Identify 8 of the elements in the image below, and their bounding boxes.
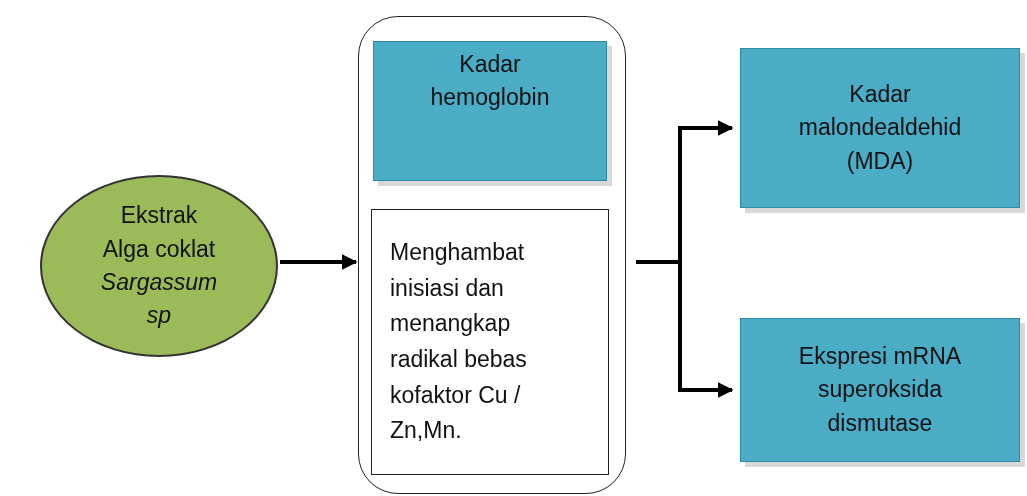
node-label: Kadar hemoglobin <box>429 50 551 113</box>
node-label: Menghambat inisiasi dan menangkap radikal bebas kofaktor Cu / Zn,Mn. <box>390 238 528 446</box>
node-label: Ekstrak Alga coklat Sargassum sp <box>100 201 218 331</box>
node-label: Ekspresi mRNA superoksida dismutase <box>797 342 963 438</box>
text-box <box>371 209 609 475</box>
arrow <box>280 254 358 270</box>
node-label: Kadar malondealdehid (MDA) <box>797 80 963 176</box>
container-box <box>358 16 626 494</box>
